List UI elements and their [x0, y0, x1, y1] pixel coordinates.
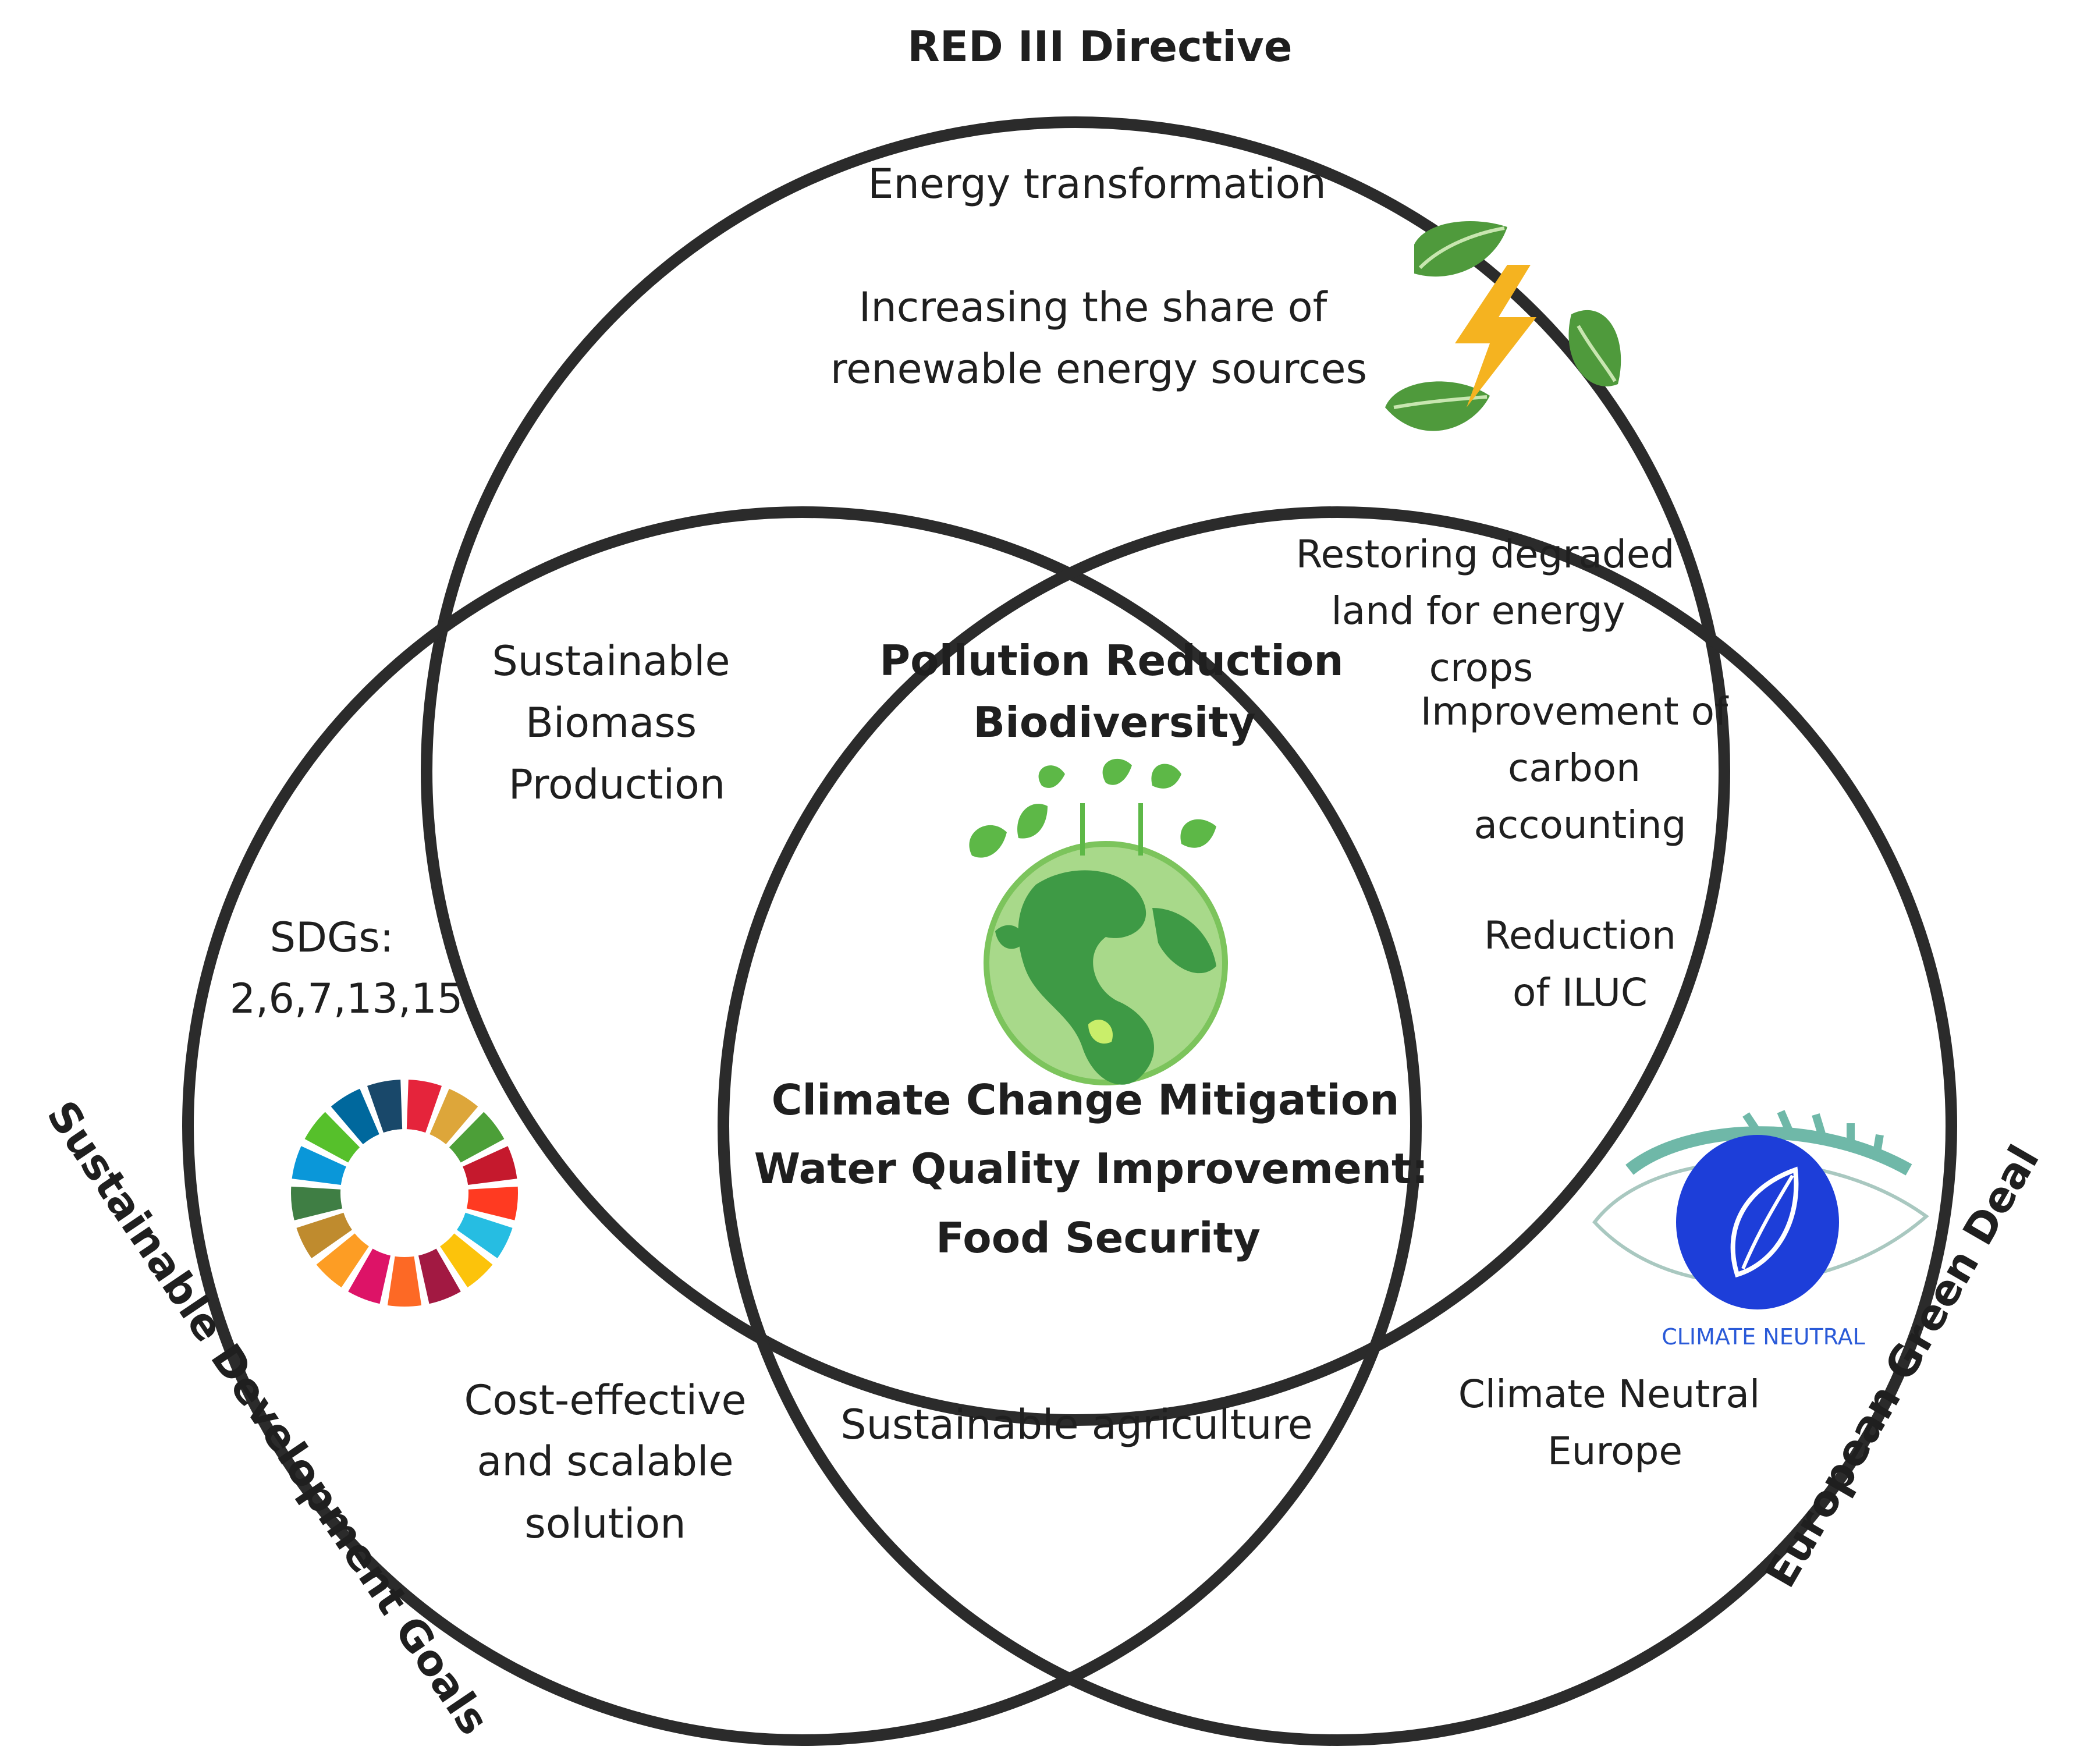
iluc-label-1: Reduction: [1484, 913, 1676, 958]
sdg-wheel-segment: [440, 1233, 493, 1288]
sdg-wheel-segment: [290, 1186, 343, 1220]
climate-neutral-europe-label-1: Climate Neutral: [1458, 1372, 1760, 1417]
sdgs-label-1: SDGs:: [270, 914, 394, 961]
food-security-label: Food Security: [936, 1213, 1261, 1262]
sdg-wheel-segment: [296, 1212, 352, 1258]
sdg-wheel-segment: [418, 1248, 461, 1304]
sdg-wheel-segment: [292, 1146, 346, 1186]
biomass-label-2: Biomass: [526, 699, 697, 747]
renewable-share-label-1: Increasing the share of: [859, 283, 1328, 331]
green-globe-icon: [969, 758, 1228, 1085]
sdg-wheel-segment: [429, 1088, 478, 1145]
restoring-land-label-1: Restoring degraded: [1296, 532, 1675, 577]
sdg-wheel-segment: [457, 1212, 513, 1258]
iluc-label-2: of ILUC: [1513, 970, 1648, 1015]
renewable-share-label-2: renewable energy sources: [830, 345, 1367, 393]
sdg-wheel-segment: [348, 1248, 391, 1304]
climate-mitigation-label: Climate Change Mitigation: [772, 1076, 1400, 1124]
sdg-wheel-segment: [449, 1112, 505, 1163]
restoring-land-label-3: crops: [1429, 645, 1533, 690]
biodiversity-label: Biodiversity: [973, 698, 1255, 747]
sdg-wheel-segment: [331, 1088, 379, 1145]
climate-neutral-eye-icon: CLIMATE NEUTRAL: [1592, 1110, 1929, 1350]
lightning-leaves-icon: [1385, 221, 1621, 431]
water-quality-label: Water Quality Improvement:: [754, 1144, 1429, 1193]
energy-transformation-label: Energy transformation: [868, 160, 1326, 208]
sdg-title: Sustainable Development Goals: [37, 1092, 499, 1744]
green-deal-circle: [718, 506, 1957, 1746]
carbon-accounting-label-2: carbon: [1508, 746, 1641, 790]
sdg-wheel-icon: [290, 1080, 518, 1307]
cost-effective-label-3: solution: [524, 1500, 686, 1548]
red-iii-title: RED III Directive: [907, 22, 1292, 71]
sustainable-agriculture-label: Sustainable agriculture: [840, 1401, 1313, 1449]
biomass-label-1: Sustainable: [492, 637, 730, 685]
sdg-wheel-segment: [387, 1256, 422, 1307]
climate-neutral-logo-text: CLIMATE NEUTRAL: [1662, 1324, 1865, 1350]
cost-effective-label-1: Cost-effective: [464, 1376, 746, 1424]
restoring-land-label-2: land for energy: [1331, 588, 1625, 633]
carbon-accounting-label-1: Improvement of: [1421, 689, 1729, 734]
pollution-reduction-label: Pollution Reduction: [879, 636, 1343, 685]
red-iii-circle: [421, 116, 1730, 1426]
sdgs-label-2: 2,6,7,13,15: [230, 975, 463, 1023]
sdg-wheel-segment: [304, 1112, 360, 1163]
sdg-wheel-segment: [406, 1080, 442, 1133]
sdg-wheel-segment: [463, 1146, 517, 1186]
sdg-wheel-segment: [466, 1186, 518, 1220]
sdg-wheel-segment: [367, 1080, 403, 1133]
climate-neutral-europe-label-2: Europe: [1547, 1429, 1682, 1474]
carbon-accounting-label-3: accounting: [1474, 803, 1687, 847]
biomass-label-3: Production: [509, 761, 725, 808]
sdg-wheel-segment: [316, 1233, 369, 1288]
sdg-circle: [182, 506, 1422, 1746]
cost-effective-label-2: and scalable: [477, 1438, 733, 1485]
